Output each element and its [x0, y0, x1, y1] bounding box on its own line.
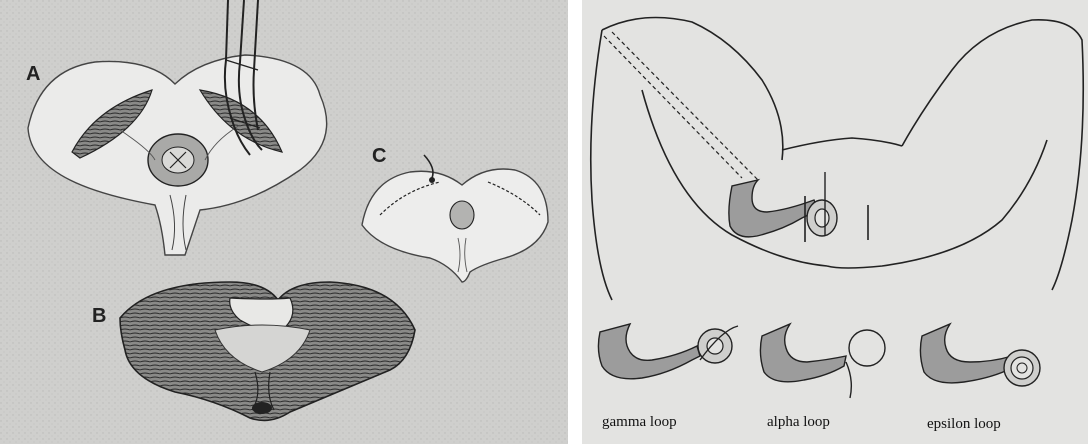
caption-gamma-loop: gamma loop	[602, 414, 677, 430]
label-b: B	[92, 305, 106, 327]
surgical-illustration-panel: A C B	[0, 0, 568, 444]
caption-epsilon-loop: epsilon loop	[927, 416, 1001, 432]
label-a: A	[26, 63, 40, 85]
caption-alpha-loop: alpha loop	[767, 414, 830, 430]
surgical-illustration: A C B	[0, 0, 568, 444]
label-c: C	[372, 145, 386, 167]
loop-diagram-panel: gamma loop alpha loop epsilon loop	[582, 0, 1088, 444]
loop-diagram: gamma loop alpha loop epsilon loop	[582, 0, 1088, 444]
